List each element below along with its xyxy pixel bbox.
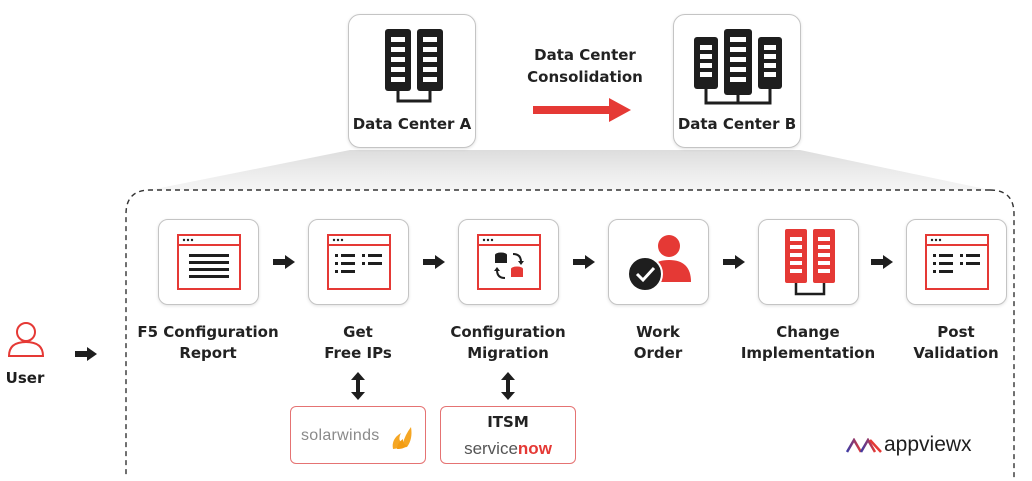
data-center-a-card: Data Center A — [348, 14, 476, 148]
consolidation-label-line1: Data Center — [534, 46, 636, 64]
step-label-line2: Free IPs — [324, 344, 392, 362]
step-change-implementation-card — [758, 219, 859, 305]
solarwinds-logo-text: solarwinds — [301, 427, 380, 444]
step-f5-report-label: F5 Configuration Report — [133, 322, 283, 364]
user-arrow — [75, 347, 97, 361]
user-icon — [7, 322, 45, 357]
server-icon — [785, 229, 835, 296]
step-f5-report-card — [158, 219, 259, 305]
data-center-b-card: Data Center B — [673, 14, 801, 148]
flow-arrow — [723, 255, 745, 269]
itsm-title: ITSM — [487, 413, 529, 431]
step-label-line2: Implementation — [740, 344, 876, 362]
servicenow-logo: servicenow — [441, 439, 575, 459]
step-label-line2: Migration — [467, 344, 549, 362]
step-work-order-label: Work Order — [583, 322, 733, 364]
appviewx-logo-text: appviewx — [884, 433, 972, 456]
data-center-b-label: Data Center B — [677, 115, 797, 133]
step-free-ips-card — [308, 219, 409, 305]
server-rack-icon — [385, 29, 443, 103]
flow-arrow — [871, 255, 893, 269]
bidirectional-arrow-icon — [351, 372, 365, 400]
server-cluster-icon — [694, 29, 782, 105]
step-label-line2: Validation — [913, 344, 999, 362]
servicenow-logo-prefix: service — [464, 439, 518, 458]
process-region-border — [125, 189, 990, 478]
flow-arrow — [273, 255, 295, 269]
servicenow-logo-suffix: now — [517, 439, 552, 458]
flow-arrow — [423, 255, 445, 269]
consolidation-label-line2: Consolidation — [527, 68, 643, 86]
step-label-line1: F5 Configuration — [137, 323, 279, 341]
solarwinds-integration-card: solarwinds — [290, 406, 426, 464]
step-work-order-card — [608, 219, 709, 305]
bidirectional-arrow-icon — [501, 372, 515, 400]
list-window-icon — [925, 234, 989, 290]
step-config-migration-card — [458, 219, 559, 305]
user-check-icon — [627, 235, 691, 292]
step-change-implementation-label: Change Implementation — [733, 322, 883, 364]
user-label: User — [5, 369, 45, 387]
appviewx-logo-mark-icon — [846, 438, 882, 453]
list-window-icon — [327, 234, 391, 290]
step-label-line1: Get — [343, 323, 373, 341]
step-label-line2: Order — [633, 344, 683, 362]
step-free-ips-label: Get Free IPs — [283, 322, 433, 364]
step-label-line1: Work — [636, 323, 680, 341]
step-post-validation-label: Post Validation — [881, 322, 1031, 364]
step-config-migration-label: Configuration Migration — [433, 322, 583, 364]
migration-window-icon — [477, 234, 541, 290]
consolidation-label: Data Center Consolidation — [510, 44, 660, 88]
step-label-line2: Report — [179, 344, 237, 362]
step-label-line1: Configuration — [450, 323, 566, 341]
consolidation-arrow — [533, 98, 631, 122]
itsm-integration-card: ITSM servicenow — [440, 406, 576, 464]
data-center-a-label: Data Center A — [352, 115, 472, 133]
step-post-validation-card — [906, 219, 1007, 305]
step-label-line1: Post — [937, 323, 975, 341]
flow-arrow — [573, 255, 595, 269]
step-label-line1: Change — [776, 323, 840, 341]
report-window-icon — [177, 234, 241, 290]
solarwinds-flame-icon — [392, 427, 412, 449]
